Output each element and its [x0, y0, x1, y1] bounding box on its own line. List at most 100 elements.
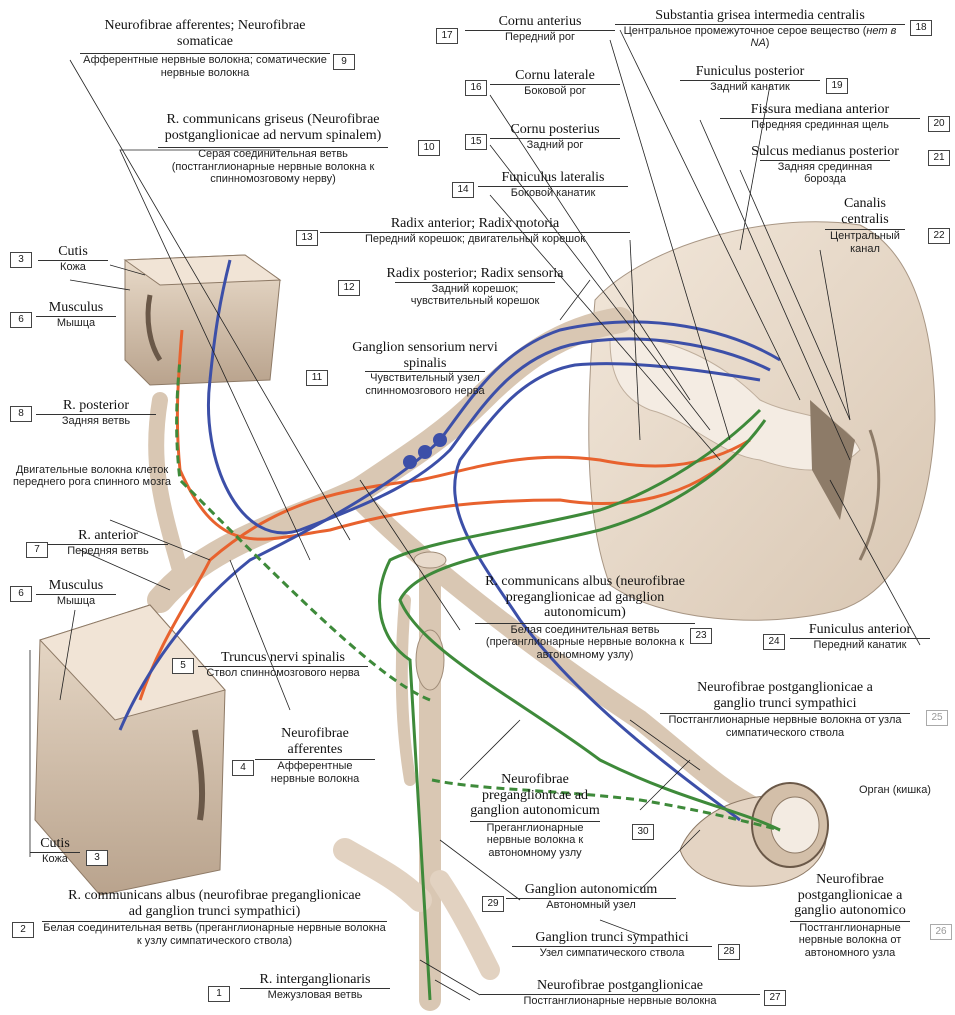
label-funiculus-anterior: Funiculus anterior Передний канатик: [790, 622, 930, 651]
label-postganglionic-sympathetic: Neurofibrae postganglionicae a ganglio t…: [650, 680, 920, 739]
label-russian: Передний канатик: [790, 638, 930, 651]
label-number: 3: [86, 850, 108, 866]
label-r-interganglionaris: R. interganglionaris Межузловая ветвь: [240, 972, 390, 1001]
label-russian: Передняя срединная щель: [720, 118, 920, 131]
label-russian: Автономный узел: [506, 898, 676, 911]
label-latin: Radix posterior; Radix sensoria: [360, 266, 590, 282]
label-russian: Афферентные нервные волокна: [255, 759, 375, 785]
label-motor-fibers: Двигательные волокна клеток переднего ро…: [12, 464, 172, 489]
label-organ: Орган (кишка): [840, 784, 950, 796]
label-latin: Funiculus lateralis: [478, 170, 628, 186]
label-ganglion-sensorium: Ganglion sensorium nervi spinalis Чувств…: [340, 340, 510, 397]
label-russian: Передний рог: [465, 30, 615, 43]
label-russian: Постганглионарные нервные волокна от узл…: [660, 713, 910, 739]
label-russian: Передняя ветвь: [48, 544, 168, 557]
label-latin: Radix anterior; Radix motoria: [320, 216, 630, 232]
label-postganglionic-autonomic: Neurofibrae postganglionicae a ganglio a…: [770, 872, 930, 959]
label-russian: Задний канатик: [680, 80, 820, 93]
label-russian: Задняя ветвь: [36, 414, 156, 427]
label-musculus-bottom: Musculus Мышца: [36, 578, 116, 607]
label-cutis-top: Cutis Кожа: [38, 244, 108, 273]
label-latin: Cornu posterius: [490, 122, 620, 138]
label-latin: R. communicans albus (neurofibrae pregan…: [65, 888, 365, 919]
label-latin: R. interganglionaris: [240, 972, 390, 988]
label-latin: Neurofibrae afferentes: [270, 726, 360, 757]
label-russian: Афферентные нервные волокна; соматически…: [80, 53, 330, 79]
organ-gut: [680, 783, 828, 886]
label-number: 10: [418, 140, 440, 156]
label-musculus-top: Musculus Мышца: [36, 300, 116, 329]
label-cornu-posterius: Cornu posterius Задний рог: [490, 122, 620, 151]
label-russian: Узел симпатического ствола: [512, 946, 712, 959]
label-number: 27: [764, 990, 786, 1006]
label-neurofibrae-afferentes: Neurofibrae afferentes Афферентные нервн…: [255, 726, 375, 785]
label-russian: Передний корешок; двигательный корешок: [320, 232, 630, 245]
label-latin: Substantia grisea intermedia centralis: [615, 8, 905, 24]
label-number: 24: [763, 634, 785, 650]
label-neurofibrae-postganglionicae: Neurofibrae postganglionicae Постганглио…: [480, 978, 760, 1007]
label-radix-posterior: Radix posterior; Radix sensoria Задний к…: [360, 266, 590, 307]
label-preganglionic-to-autonomic: Neurofibrae preganglionicae ad ganglion …: [455, 772, 615, 859]
label-number: 13: [296, 230, 318, 246]
label-latin: Truncus nervi spinalis: [198, 650, 368, 666]
label-number: 19: [826, 78, 848, 94]
label-number: 30: [632, 824, 654, 840]
label-russian: Задний корешок; чувствительный корешок: [395, 282, 555, 308]
label-russian: Кожа: [38, 260, 108, 273]
label-latin: Canalis centralis: [820, 196, 910, 227]
label-number: 15: [465, 134, 487, 150]
label-number: 14: [452, 182, 474, 198]
label-latin: Ganglion autonomicum: [506, 882, 676, 898]
label-russian: Задняя срединная борозда: [760, 160, 890, 186]
label-russian: Боковой канатик: [478, 186, 628, 199]
label-russian: Белая соединительная ветвь (преганглиона…: [42, 921, 387, 947]
label-latin: Musculus: [36, 578, 116, 594]
label-latin: Neurofibrae afferentes; Neurofibrae soma…: [100, 18, 310, 49]
label-latin: Cutis: [38, 244, 108, 260]
label-russian: Кожа: [30, 852, 80, 865]
label-latin: R. communicans griseus (Neurofibrae post…: [138, 112, 408, 143]
label-number: 22: [928, 228, 950, 244]
label-r-communicans-albus-autonomicum: R. communicans albus (neurofibrae pregan…: [470, 574, 700, 661]
label-latin: R. posterior: [36, 398, 156, 414]
label-russian: Белая соединительная ветвь (преганглиона…: [475, 623, 695, 661]
label-russian: Серая соединительная ветвь (постганглион…: [158, 147, 388, 185]
label-r-communicans-griseus: R. communicans griseus (Neurofibrae post…: [128, 112, 418, 185]
label-number: 20: [928, 116, 950, 132]
label-r-communicans-albus-sympathici: R. communicans albus (neurofibrae pregan…: [42, 888, 387, 947]
label-russian: Задний рог: [490, 138, 620, 151]
label-latin: Sulcus medianus posterior: [725, 144, 925, 160]
label-russian: Ствол спинномозгового нерва: [198, 666, 368, 679]
label-number: 26: [930, 924, 952, 940]
label-russian: Центральный канал: [825, 229, 905, 255]
label-number: 1: [208, 986, 230, 1002]
label-number: 17: [436, 28, 458, 44]
label-latin: Cutis: [30, 836, 80, 852]
label-fissura-mediana-anterior: Fissura mediana anterior Передняя средин…: [720, 102, 920, 131]
label-number: 16: [465, 80, 487, 96]
label-sulcus-medianus-posterior: Sulcus medianus posterior Задняя срединн…: [725, 144, 925, 185]
label-cutis-bottom: Cutis Кожа: [30, 836, 80, 865]
label-radix-anterior: Radix anterior; Radix motoria Передний к…: [320, 216, 630, 245]
label-latin: Neurofibrae preganglionicae ad ganglion …: [470, 772, 600, 819]
label-number: 21: [928, 150, 950, 166]
label-latin: Ganglion trunci sympathici: [512, 930, 712, 946]
label-number: 6: [10, 312, 32, 328]
label-latin: Ganglion sensorium nervi spinalis: [350, 340, 500, 371]
label-russian: Мышца: [36, 316, 116, 329]
label-r-posterior: R. posterior Задняя ветвь: [36, 398, 156, 427]
label-russian: Постганглионарные нервные волокна: [480, 994, 760, 1007]
label-latin: Neurofibrae postganglionicae a ganglio t…: [680, 680, 890, 711]
label-ganglion-trunci-sympathici: Ganglion trunci sympathici Узел симпатич…: [512, 930, 712, 959]
label-latin: Neurofibrae postganglionicae: [480, 978, 760, 994]
label-r-anterior: R. anterior Передняя ветвь: [48, 528, 168, 557]
label-latin: Cornu anterius: [465, 14, 615, 30]
label-latin: Fissura mediana anterior: [720, 102, 920, 118]
label-funiculus-lateralis: Funiculus lateralis Боковой канатик: [478, 170, 628, 199]
label-russian: Постганглионарные нервные волокна от авт…: [790, 921, 910, 959]
label-funiculus-posterior: Funiculus posterior Задний канатик: [680, 64, 820, 93]
label-number: 23: [690, 628, 712, 644]
label-latin: Funiculus anterior: [790, 622, 930, 638]
label-number: 3: [10, 252, 32, 268]
label-number: 2: [12, 922, 34, 938]
